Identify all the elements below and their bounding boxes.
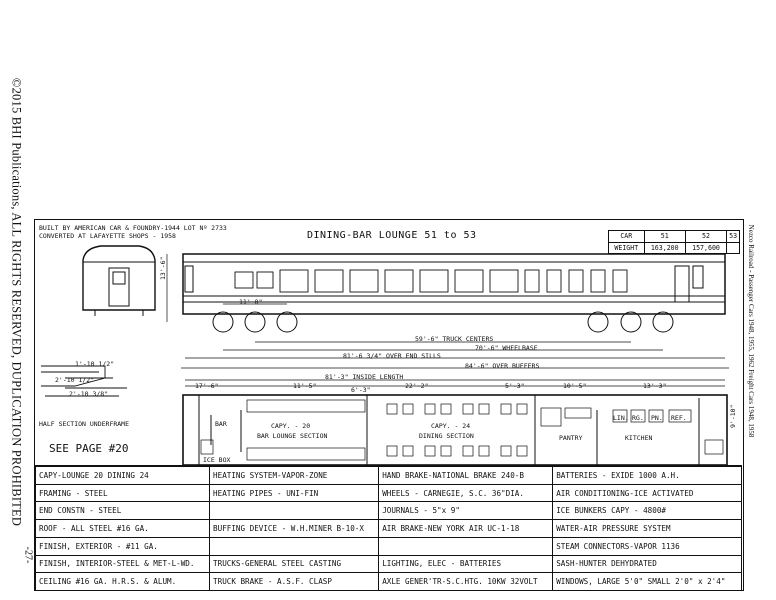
section-dimension-7: 13'-3" [643, 382, 667, 390]
weight-table-header-52: 52 [684, 230, 728, 243]
spec-row: CAPY-LOUNGE 20 DINING 24 HEATING SYSTEM-… [34, 466, 742, 485]
spec-cell: TRUCKS-GENERAL STEEL CASTING [209, 554, 380, 574]
spec-cell: HAND BRAKE-NATIONAL BRAKE 240-B [378, 466, 554, 485]
end-view [82, 245, 156, 316]
drawing-sheet: BUILT BY AMERICAN CAR & FOUNDRY-1944 LOT… [34, 219, 744, 591]
weight-table-header-53: 53 [726, 230, 740, 243]
dimension-lines [166, 254, 729, 387]
height-dimension: 13'-6" [159, 256, 167, 280]
section-dimension-2: 11'-5" [293, 382, 317, 390]
pantry-abbr-label: PN. [651, 414, 663, 422]
car-drawing [41, 245, 729, 466]
builder-note: BUILT BY AMERICAN CAR & FOUNDRY-1944 LOT… [39, 224, 227, 232]
spec-cell: WHEELS - CARNEGIE, S.C. 36"DIA. [378, 483, 554, 503]
spec-cell: WATER-AIR PRESSURE SYSTEM [552, 519, 742, 538]
underframe-dimension-3: 2'-10 3/8" [69, 390, 109, 398]
underframe-dimension-1: 1'-10 1/2" [75, 360, 115, 368]
end-sills-dimension: 81'-6 3/4" OVER END SILLS [343, 352, 441, 360]
underframe-dimension-2: 2'-10 1/2" [55, 376, 95, 384]
pantry-label: PANTRY [559, 434, 583, 442]
half-section-label: HALF SECTION UNDERFRAME [39, 420, 130, 428]
ice-box-label: ICE BOX [203, 456, 231, 464]
wheelbase-dimension: 70'-6" WHEELBASE [475, 344, 538, 352]
drawing-title: DINING-BAR LOUNGE 51 to 53 [307, 230, 477, 241]
spec-cell: FRAMING - STEEL [34, 483, 211, 503]
buffers-dimension: 84'-6" OVER BUFFERS [465, 362, 540, 370]
weight-51: 163,200 [643, 241, 686, 254]
bar-room-label: BAR [215, 420, 227, 428]
spec-row: END CONSTN - STEEL JOURNALS - 5"x 9" ICE… [34, 501, 742, 521]
linen-label: LIN. [613, 414, 629, 422]
spec-cell: SASH-HUNTER DEHYDRATED [552, 554, 742, 574]
width-dimension: 9'-10" [729, 404, 737, 428]
section-dimension-4: 22'-2" [405, 382, 429, 390]
truck-wheelbase-dimension: 11'-0" [239, 298, 263, 306]
floor-plan [182, 394, 728, 466]
spec-cell [209, 536, 380, 556]
spec-cell: HEATING PIPES - UNI-FIN [209, 483, 380, 503]
spec-cell: FINISH, INTERIOR-STEEL & MET-L-WD. [34, 554, 211, 574]
see-page-note: SEE PAGE #20 [49, 442, 129, 455]
spec-row: FRAMING - STEEL HEATING PIPES - UNI-FIN … [34, 483, 742, 503]
dining-capacity-label: CAPY. - 24 [431, 422, 471, 430]
underframe-section [41, 365, 127, 397]
weight-table-label: WEIGHT [608, 241, 645, 254]
spec-cell: BATTERIES - EXIDE 1000 A.H. [552, 466, 742, 485]
spec-cell: WINDOWS, LARGE 5'0" SMALL 2'0" x 2'4" [552, 572, 742, 591]
dining-section-label: DINING SECTION [419, 432, 474, 440]
spec-cell: JOURNALS - 5"x 9" [378, 501, 554, 521]
spec-cell: BUFFING DEVICE - W.H.MINER B-10-X [209, 519, 380, 538]
weight-table-header-51: 51 [643, 230, 686, 243]
spec-cell: END CONSTN - STEEL [34, 501, 211, 521]
range-label: RG. [632, 414, 644, 422]
copyright-text: ©2015 BHI Publications, ALL RIGHTS RESER… [9, 77, 24, 527]
spec-cell: STEAM CONNECTORS-VAPOR 1136 [552, 536, 742, 556]
bar-capacity-label: CAPY. - 20 [271, 422, 311, 430]
weight-53 [726, 241, 740, 254]
spec-cell: CAPY-LOUNGE 20 DINING 24 [34, 466, 211, 485]
bar-lounge-section-label: BAR LOUNGE SECTION [257, 432, 328, 440]
refrigerator-label: REF. [671, 414, 687, 422]
kitchen-label: KITCHEN [625, 434, 653, 442]
spec-cell: CEILING #16 GA. H.R.S. & ALUM. [34, 572, 211, 591]
spec-cell: ROOF - ALL STEEL #16 GA. [34, 519, 211, 538]
spec-cell [209, 501, 380, 521]
section-dimension-3: 6'-3" [351, 386, 371, 394]
section-dimension-6: 10'-5" [563, 382, 587, 390]
spec-row: ROOF - ALL STEEL #16 GA. BUFFING DEVICE … [34, 519, 742, 538]
spec-row: FINISH, EXTERIOR - #11 GA. STEAM CONNECT… [34, 536, 742, 556]
specification-table: CAPY-LOUNGE 20 DINING 24 HEATING SYSTEM-… [34, 465, 742, 591]
spec-cell: FINISH, EXTERIOR - #11 GA. [34, 536, 211, 556]
publication-caption: Nezco Railroad - Passenger Cars 1948, 19… [745, 196, 757, 466]
inside-length-dimension: 81'-3" INSIDE LENGTH [325, 373, 404, 381]
spec-cell: AIR BRAKE-NEW YORK AIR UC-1-18 [378, 519, 554, 538]
spec-cell: AXLE GENER'TR-S.C.HTG. 10KW 32VOLT [378, 572, 554, 591]
spec-row: CEILING #16 GA. H.R.S. & ALUM. TRUCK BRA… [34, 572, 742, 591]
weight-table-header-car: CAR [608, 230, 645, 243]
spec-cell: HEATING SYSTEM-VAPOR-ZONE [209, 466, 380, 485]
conversion-note: CONVERTED AT LAFAYETTE SHOPS - 1958 [39, 232, 176, 240]
weight-52: 157,600 [684, 241, 728, 254]
copyright-notice: ©2015 BHI Publications, ALL RIGHTS RESER… [4, 78, 28, 526]
spec-cell: LIGHTING, ELEC - BATTERIES [378, 554, 554, 574]
section-dimension-1: 17'-6" [195, 382, 219, 390]
truck-centers-dimension: 59'-6" TRUCK CENTERS [415, 335, 494, 343]
spec-cell: TRUCK BRAKE - A.S.F. CLASP [209, 572, 380, 591]
spec-row: FINISH, INTERIOR-STEEL & MET-L-WD. TRUCK… [34, 554, 742, 574]
spec-cell [378, 536, 554, 556]
side-elevation [182, 253, 726, 333]
weight-table: CAR 51 52 53 WEIGHT 163,200 157,600 [608, 230, 740, 254]
section-dimension-5: 5'-3" [505, 382, 525, 390]
publication-caption-text: Nezco Railroad - Passenger Cars 1948, 19… [747, 224, 755, 438]
spec-cell: ICE BUNKERS CAPY - 4800# [552, 501, 742, 521]
page-number: -27- [22, 540, 34, 570]
spec-cell: AIR CONDITIONING-ICE ACTIVATED [552, 483, 742, 503]
page-number-text: -27- [22, 546, 34, 564]
